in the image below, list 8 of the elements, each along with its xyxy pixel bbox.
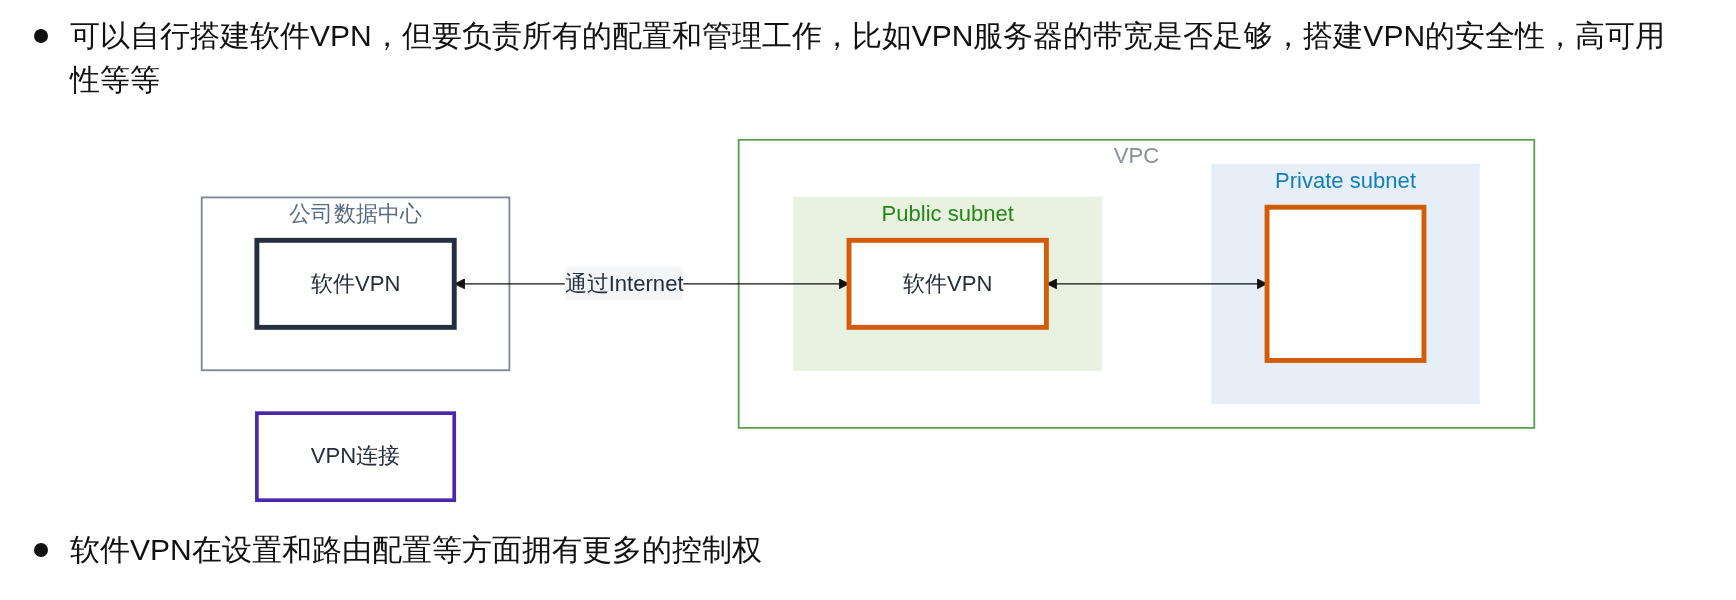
node-box: 软件VPN (846, 237, 1049, 330)
node-box: 软件VPN (254, 237, 457, 330)
node-box (1264, 204, 1427, 363)
note-text: 软件VPN在设置和路由配置等方面拥有更多的控制权 (70, 532, 762, 568)
note-text: 可以自行搭建软件VPN，但要负责所有的配置和管理工作，比如VPN服务器的带宽是否足够，搭建VPN的安全性，高可用性等等 (70, 18, 1667, 98)
edge-label: 通过Internet (564, 270, 684, 296)
node-box: VPN连接 (255, 411, 457, 503)
cluster: Private subnet (1211, 163, 1480, 404)
